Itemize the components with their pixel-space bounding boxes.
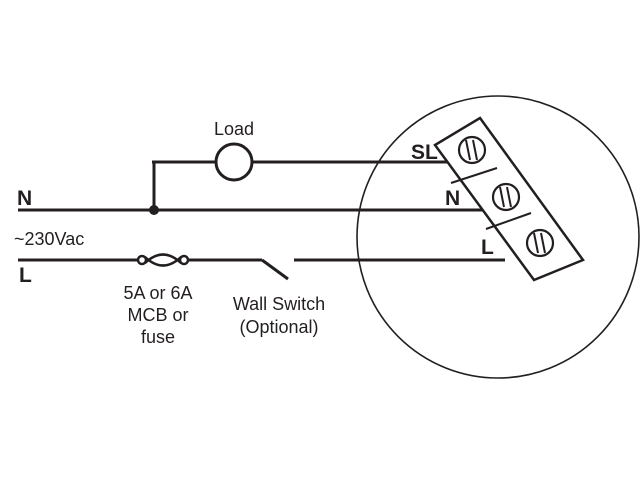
terminal-block	[433, 116, 585, 282]
device-outline	[356, 95, 640, 379]
breaker-label-line3: fuse	[141, 327, 175, 347]
switch-label-line1: Wall Switch	[233, 294, 325, 314]
switch-label-line2: (Optional)	[239, 317, 318, 337]
terminal-screw-l	[525, 228, 555, 258]
terminal-screw-n	[491, 182, 521, 212]
breaker-label-line1: 5A or 6A	[123, 283, 192, 303]
terminal-label-sl: SL	[411, 141, 438, 164]
switch-blade	[261, 258, 289, 281]
terminal-label-l: L	[481, 236, 494, 259]
live-supply-label: L	[19, 264, 32, 287]
terminal-label-n: N	[445, 187, 460, 210]
voltage-label: ~230Vac	[14, 229, 84, 249]
breaker-symbol	[136, 253, 190, 267]
terminal-screw-sl	[457, 135, 487, 165]
neutral-supply-label: N	[17, 187, 32, 210]
load-symbol	[214, 142, 254, 182]
breaker-label-line2: MCB or	[127, 305, 188, 325]
load-label: Load	[214, 119, 254, 139]
